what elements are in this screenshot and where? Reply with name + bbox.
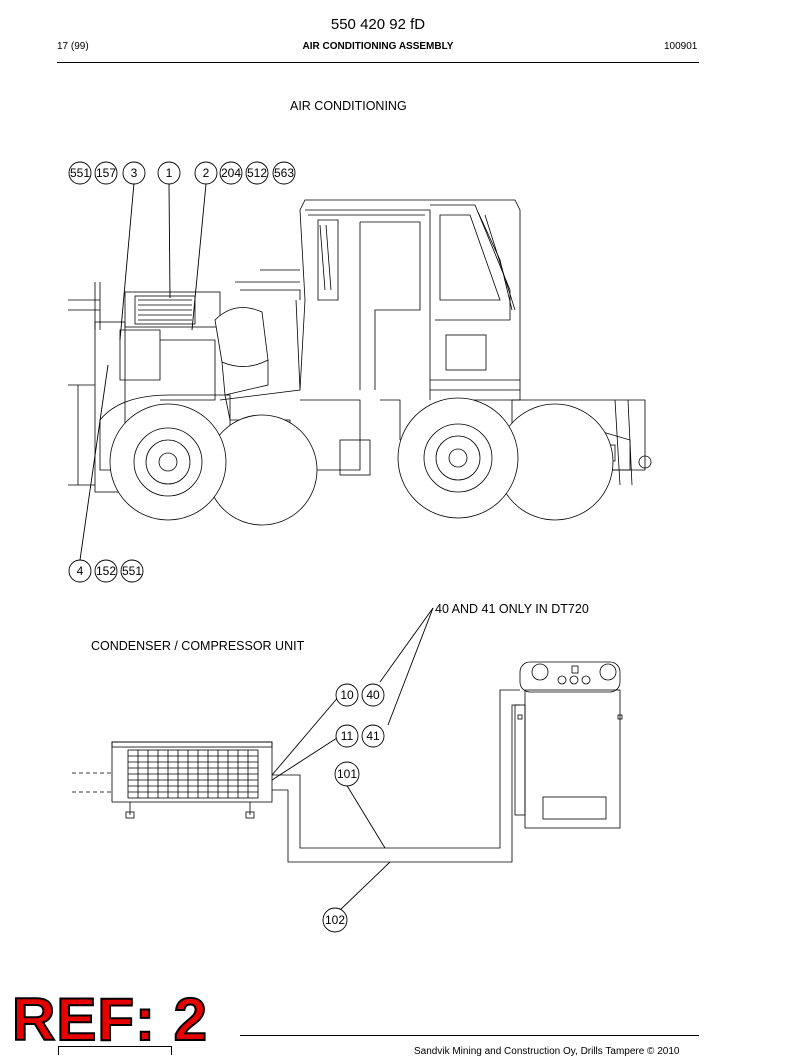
svg-text:512: 512 <box>247 166 267 180</box>
svg-text:11: 11 <box>341 729 354 743</box>
footer-rule <box>240 1035 699 1036</box>
callout-551-top: 551 <box>68 161 92 185</box>
vehicle-illustration <box>68 199 652 526</box>
condenser-section-title: CONDENSER / COMPRESSOR UNIT <box>91 639 305 653</box>
header-rule <box>57 62 699 63</box>
callout-group-lower: 10 40 11 41 101 102 <box>322 683 385 933</box>
svg-text:3: 3 <box>131 166 138 180</box>
svg-text:204: 204 <box>221 166 241 180</box>
rear-wheel <box>397 397 614 521</box>
condenser-unit <box>72 741 273 819</box>
callout-563: 563 <box>272 161 296 185</box>
sandvik-logo-icon <box>58 1046 172 1055</box>
front-wheel <box>109 403 318 526</box>
callout-41: 41 <box>361 724 385 748</box>
ref-stamp: REF: 2 <box>11 985 209 1054</box>
dt720-note: 40 AND 41 ONLY IN DT720 <box>435 602 589 616</box>
copyright: Sandvik Mining and Construction Oy, Dril… <box>414 1046 680 1057</box>
callout-group-bottom: 4 152 551 <box>68 559 144 583</box>
callout-152: 152 <box>94 559 118 583</box>
svg-text:551: 551 <box>122 564 142 578</box>
page-title: AIR CONDITIONING ASSEMBLY <box>302 41 454 52</box>
callout-10: 10 <box>335 683 359 707</box>
svg-text:41: 41 <box>366 729 380 743</box>
svg-text:157: 157 <box>96 166 116 180</box>
svg-text:152: 152 <box>96 564 116 578</box>
callout-11: 11 <box>335 724 359 748</box>
callout-1: 1 <box>157 161 181 185</box>
callout-204: 204 <box>219 161 243 185</box>
svg-text:101: 101 <box>337 767 357 781</box>
svg-text:4: 4 <box>77 564 84 578</box>
callout-2: 2 <box>194 161 218 185</box>
svg-text:102: 102 <box>325 913 345 927</box>
svg-text:40: 40 <box>366 688 380 702</box>
svg-text:551: 551 <box>70 166 90 180</box>
callout-3: 3 <box>122 161 146 185</box>
hose-lines <box>272 689 520 863</box>
callout-512: 512 <box>245 161 269 185</box>
callout-157: 157 <box>94 161 118 185</box>
compressor-unit <box>514 661 623 829</box>
date-code: 100901 <box>664 41 698 52</box>
section-title: AIR CONDITIONING <box>290 99 407 113</box>
callout-40: 40 <box>361 683 385 707</box>
callout-551-bottom: 551 <box>120 559 144 583</box>
callout-101: 101 <box>334 761 360 787</box>
callout-102: 102 <box>322 907 348 933</box>
callout-4: 4 <box>68 559 92 583</box>
page-number: 17 (99) <box>57 41 89 52</box>
document-number: 550 420 92 fD <box>330 16 426 33</box>
svg-text:563: 563 <box>274 166 294 180</box>
condenser-grille <box>127 749 259 799</box>
svg-text:1: 1 <box>166 166 173 180</box>
callout-group-top: 551 157 3 1 2 204 512 563 <box>68 161 296 185</box>
svg-text:10: 10 <box>340 688 354 702</box>
svg-text:2: 2 <box>203 166 210 180</box>
